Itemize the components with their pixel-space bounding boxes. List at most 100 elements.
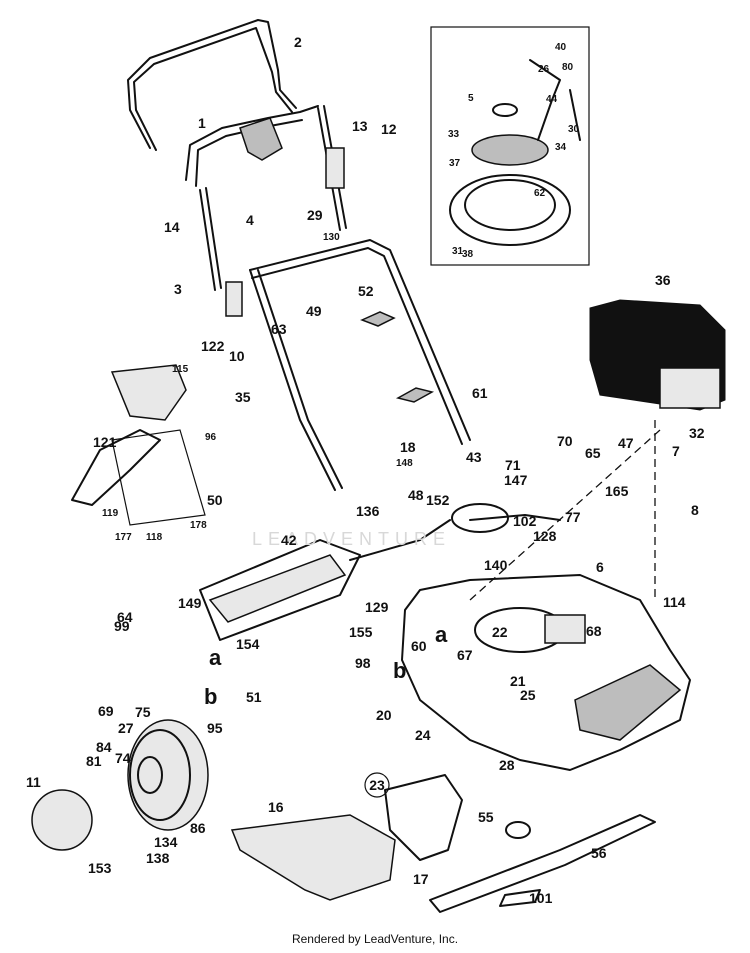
part-label: 13 xyxy=(352,118,368,134)
part-label: 4 xyxy=(246,212,254,228)
part-label: 12 xyxy=(381,121,397,137)
part-label: 71 xyxy=(505,457,521,473)
part-labels: 1 2 3 4 5 6 7 8 10 11 12 13 14 16 17 18 … xyxy=(26,34,705,906)
part-label: 69 xyxy=(98,703,114,719)
part-label: 136 xyxy=(356,503,380,519)
part-label: 3 xyxy=(174,281,182,297)
callout-letter-b: b xyxy=(204,684,217,709)
part-label: 27 xyxy=(118,720,134,736)
part-label: 177 xyxy=(115,532,132,543)
discharge-chute xyxy=(71,364,206,526)
part-label: 35 xyxy=(235,389,251,405)
part-label: 8 xyxy=(691,502,699,518)
rear-axle xyxy=(199,503,561,641)
part-label: 80 xyxy=(562,62,574,73)
part-label: 147 xyxy=(504,472,528,488)
part-label: 102 xyxy=(513,513,537,529)
part-label: 101 xyxy=(529,890,553,906)
clutch-inset xyxy=(430,26,590,266)
part-label: 134 xyxy=(154,834,178,850)
part-label: 25 xyxy=(520,687,536,703)
part-label: 130 xyxy=(323,232,340,243)
part-label: 34 xyxy=(555,142,567,153)
part-label: 56 xyxy=(591,845,607,861)
part-label: 42 xyxy=(281,532,297,548)
part-label: 81 xyxy=(86,753,102,769)
callout-letter-b: b xyxy=(393,658,406,683)
mower-deck xyxy=(401,420,691,771)
part-label: 1 xyxy=(198,115,206,131)
part-label: 77 xyxy=(565,509,581,525)
grass-bag xyxy=(230,774,463,901)
part-label: 2 xyxy=(294,34,302,50)
part-label: 68 xyxy=(586,623,602,639)
part-label: 17 xyxy=(413,871,429,887)
part-label: 47 xyxy=(618,435,634,451)
part-label: 48 xyxy=(408,487,424,503)
part-label: 14 xyxy=(164,219,180,235)
part-label: 96 xyxy=(205,432,217,443)
part-label: 149 xyxy=(178,595,202,611)
part-label: 50 xyxy=(207,492,223,508)
part-label: 67 xyxy=(457,647,473,663)
part-label: 51 xyxy=(246,689,262,705)
part-label: 52 xyxy=(358,283,374,299)
part-label: 155 xyxy=(349,624,373,640)
part-label: 62 xyxy=(534,188,546,199)
part-label: 43 xyxy=(466,449,482,465)
engine xyxy=(589,299,726,411)
credit-text: Rendered by LeadVenture, Inc. xyxy=(291,932,459,946)
part-label: 154 xyxy=(236,636,260,652)
part-label: 129 xyxy=(365,599,389,615)
part-label: 36 xyxy=(655,272,671,288)
part-label: 60 xyxy=(411,638,427,654)
part-label: 6 xyxy=(596,559,604,575)
part-label: 40 xyxy=(555,42,567,53)
part-label: 61 xyxy=(472,385,488,401)
part-label: 114 xyxy=(663,594,686,610)
part-label: 38 xyxy=(462,249,474,260)
part-label: 178 xyxy=(190,520,207,531)
part-label: 122 xyxy=(201,338,225,354)
part-label: 18 xyxy=(400,439,416,455)
part-label: 86 xyxy=(190,820,206,836)
part-label: 11 xyxy=(26,774,41,790)
part-label: 32 xyxy=(689,425,705,441)
part-label: 119 xyxy=(102,508,119,519)
part-label: 64 xyxy=(117,609,133,625)
part-label: 26 xyxy=(538,64,550,75)
part-label: 33 xyxy=(448,129,460,140)
part-label: 98 xyxy=(355,655,371,671)
part-label: 99 xyxy=(114,618,130,634)
handle-assembly xyxy=(127,19,471,491)
part-label: 7 xyxy=(672,443,680,459)
part-label: 37 xyxy=(449,158,461,169)
part-label: 55 xyxy=(478,809,494,825)
part-label: 84 xyxy=(96,739,112,755)
part-label: 121 xyxy=(93,434,117,450)
circled-callout: 23 xyxy=(369,777,385,793)
part-label: 128 xyxy=(533,528,557,544)
part-label: 10 xyxy=(229,348,245,364)
callout-letter-a: a xyxy=(435,622,448,647)
part-label: 21 xyxy=(510,673,526,689)
part-label: 148 xyxy=(396,458,413,469)
part-label: 30 xyxy=(568,124,580,135)
part-label: 28 xyxy=(499,757,515,773)
part-label: 65 xyxy=(585,445,601,461)
part-label: 44 xyxy=(546,94,558,105)
part-label: 20 xyxy=(376,707,392,723)
part-label: 70 xyxy=(557,433,573,449)
part-label: 49 xyxy=(306,303,322,319)
part-label: 140 xyxy=(484,557,508,573)
part-label: 16 xyxy=(268,799,284,815)
part-label: 5 xyxy=(468,93,474,104)
blade xyxy=(429,814,656,913)
part-label: 118 xyxy=(146,532,163,543)
part-label: 31 xyxy=(452,246,464,257)
part-label: 138 xyxy=(146,850,170,866)
front-wheel xyxy=(31,719,209,851)
part-label: 165 xyxy=(605,483,629,499)
part-label: 95 xyxy=(207,720,223,736)
